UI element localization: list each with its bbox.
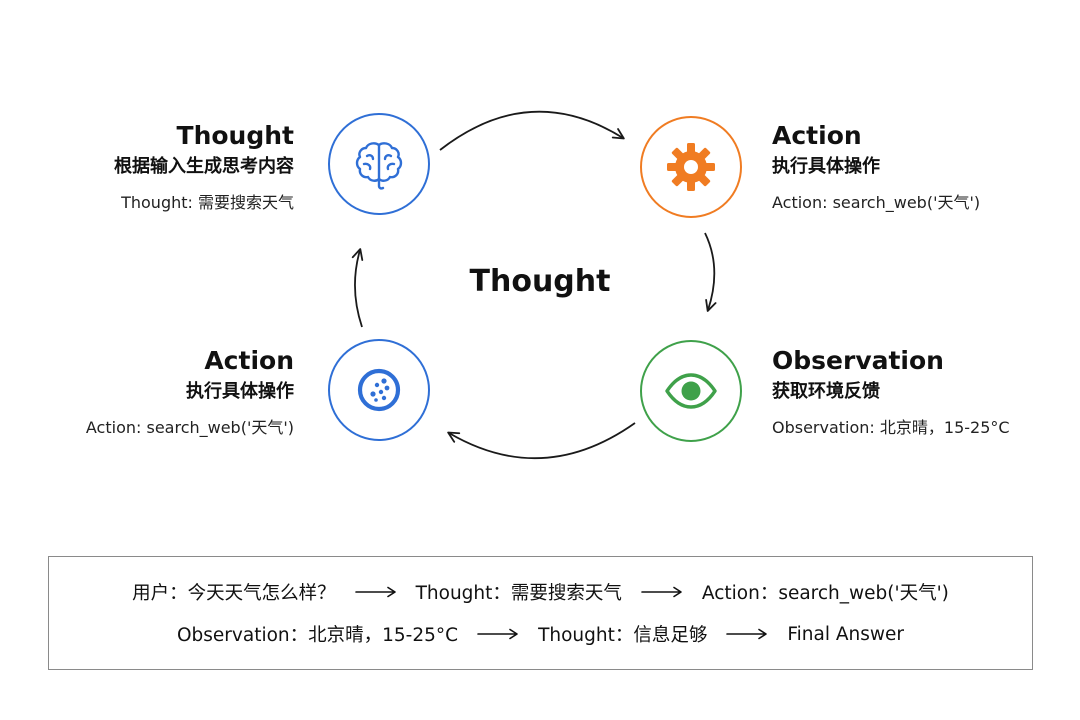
observation-example: Observation: 北京晴，15-25°C — [772, 418, 1010, 437]
cookie-icon — [357, 368, 401, 412]
observation-node — [640, 340, 742, 442]
edge-thought-to-action-top — [439, 110, 625, 151]
action-top-title: Action — [772, 121, 862, 150]
observation-subtitle: 获取环境反馈 — [772, 381, 880, 402]
action-left-subtitle: 执行具体操作 — [186, 381, 294, 402]
brain-icon — [355, 142, 403, 190]
thought-subtitle: 根据输入生成思考内容 — [114, 156, 294, 177]
action-top-node — [640, 116, 742, 218]
eye-icon — [665, 373, 717, 409]
flow-arrow-icon — [477, 628, 519, 640]
action-top-subtitle: 执行具体操作 — [772, 156, 880, 177]
observation-title: Observation — [772, 346, 944, 375]
thought-example: Thought: 需要搜索天气 — [121, 193, 294, 212]
flow-step-observation: Observation：北京晴，15-25°C — [176, 625, 459, 646]
flow-step-thought: Thought：需要搜索天气 — [415, 583, 622, 604]
action-left-title: Action — [204, 346, 294, 375]
flow-step-user-query: 用户：今天天气怎么样？ — [132, 583, 336, 604]
flow-step-thought-enough: Thought：信息足够 — [538, 625, 708, 646]
thought-title: Thought — [176, 121, 294, 150]
gear-icon — [667, 143, 715, 191]
observation-label: Observation 获取环境反馈 Observation: 北京晴，15-2… — [772, 345, 1072, 439]
thought-node — [328, 113, 430, 215]
edge-action-left-to-thought — [351, 248, 364, 328]
action-left-label: Action 执行具体操作 Action: search_web('天气') — [0, 345, 294, 439]
flow-line-1: 用户：今天天气怎么样？ Thought：需要搜索天气 Action：search… — [49, 579, 1032, 605]
flow-step-final-answer: Final Answer — [787, 623, 905, 645]
flow-arrow-icon — [641, 586, 683, 598]
action-left-node — [328, 339, 430, 441]
flow-step-action: Action：search_web('天气') — [701, 583, 949, 604]
flow-arrow-icon — [726, 628, 768, 640]
edge-action-top-to-observation — [704, 232, 717, 312]
thought-label: Thought 根据输入生成思考内容 Thought: 需要搜索天气 — [0, 120, 294, 214]
flow-line-2: Observation：北京晴，15-25°C Thought：信息足够 Fin… — [49, 621, 1032, 647]
flow-arrow-icon — [354, 586, 397, 598]
action-left-example: Action: search_web('天气') — [85, 418, 294, 437]
center-title: Thought — [469, 264, 611, 299]
action-top-example: Action: search_web('天气') — [772, 193, 981, 212]
action-top-label: Action 执行具体操作 Action: search_web('天气') — [772, 120, 1072, 214]
edge-observation-to-action-left — [447, 422, 636, 460]
example-flow-box: 用户：今天天气怎么样？ Thought：需要搜索天气 Action：search… — [48, 556, 1033, 670]
